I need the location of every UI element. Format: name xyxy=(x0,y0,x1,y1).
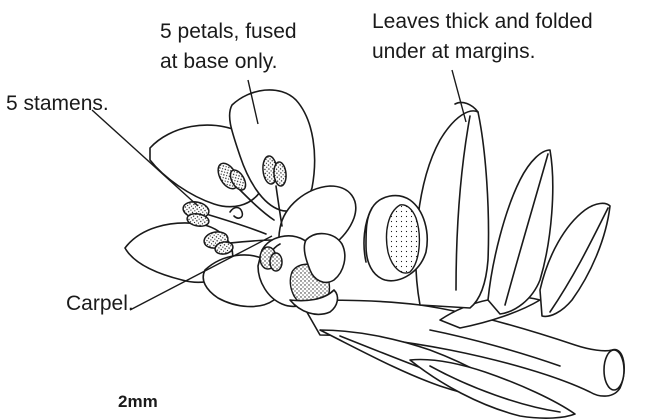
petals-label-line2: at base only. xyxy=(160,48,278,76)
leaves-label-line2: under at margins. xyxy=(372,38,535,66)
stigma xyxy=(230,208,242,219)
petals-label-line1: 5 petals, fused xyxy=(160,18,297,46)
folded-leaves xyxy=(416,102,610,316)
carpel-label: Carpel. xyxy=(66,290,134,318)
stamens-label: 5 stamens. xyxy=(6,90,109,118)
leaves-label-line1: Leaves thick and folded xyxy=(372,8,593,36)
leaves-leader-line xyxy=(452,70,466,122)
scale-label: 2mm xyxy=(118,392,158,412)
bud xyxy=(364,196,427,281)
